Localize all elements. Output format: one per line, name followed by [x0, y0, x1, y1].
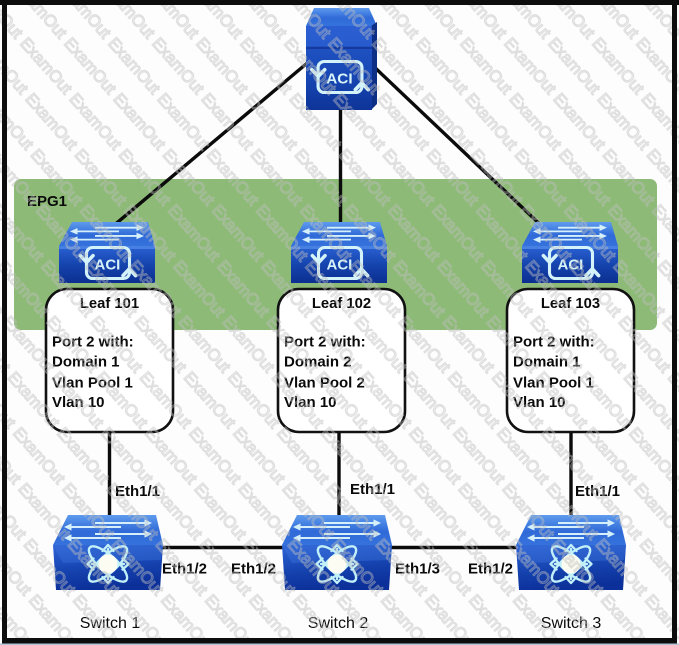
- svg-text:Eth1/3: Eth1/3: [395, 561, 440, 578]
- svg-text:Vlan Pool 1: Vlan Pool 1: [513, 374, 594, 391]
- svg-text:EPG1: EPG1: [27, 193, 67, 210]
- svg-text:Leaf 102: Leaf 102: [312, 296, 371, 312]
- svg-text:Eth1/2: Eth1/2: [162, 561, 207, 578]
- svg-text:Vlan 10: Vlan 10: [513, 394, 566, 411]
- svg-text:Eth1/1: Eth1/1: [115, 483, 160, 500]
- svg-text:Eth1/2: Eth1/2: [468, 561, 513, 578]
- svg-text:Switch 2: Switch 2: [308, 615, 369, 632]
- svg-text:Vlan 10: Vlan 10: [52, 394, 105, 411]
- svg-text:Vlan Pool 1: Vlan Pool 1: [52, 374, 133, 391]
- svg-text:Port 2 with:: Port 2 with:: [284, 333, 366, 350]
- svg-text:Leaf 101: Leaf 101: [80, 296, 139, 312]
- svg-text:Domain 2: Domain 2: [284, 354, 352, 371]
- svg-text:Domain 1: Domain 1: [513, 354, 581, 371]
- svg-text:Eth1/2: Eth1/2: [231, 561, 276, 578]
- svg-text:Port 2 with:: Port 2 with:: [513, 333, 595, 350]
- svg-text:Leaf 103: Leaf 103: [541, 296, 600, 312]
- svg-text:Eth1/1: Eth1/1: [575, 483, 620, 500]
- svg-text:Domain 1: Domain 1: [52, 354, 120, 371]
- svg-text:Vlan Pool 2: Vlan Pool 2: [284, 374, 365, 391]
- svg-text:Eth1/1: Eth1/1: [350, 481, 395, 498]
- svg-text:Switch 1: Switch 1: [80, 615, 141, 632]
- svg-text:Switch 3: Switch 3: [541, 615, 602, 632]
- svg-text:Port 2 with:: Port 2 with:: [52, 333, 134, 350]
- svg-text:Vlan 10: Vlan 10: [284, 394, 337, 411]
